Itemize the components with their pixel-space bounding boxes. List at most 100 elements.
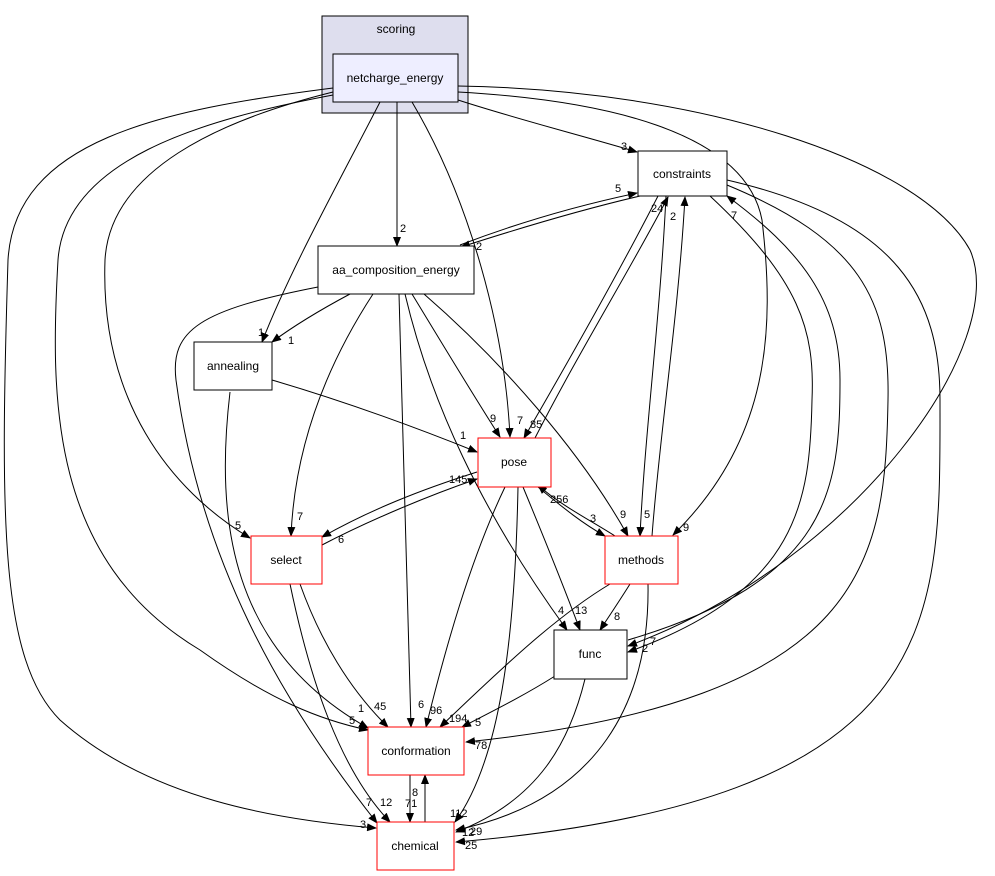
edge-label-nc-constraints[interactable]: 3 [621, 141, 627, 153]
edge-label-nc-methods[interactable]: 9 [683, 522, 689, 534]
edge-label-methods-pose[interactable]: 256 [550, 494, 568, 506]
node-annealing[interactable]: annealing [193, 341, 273, 391]
edge-label-methods-conformation[interactable]: 194 [449, 713, 467, 725]
node-label: methods [618, 553, 664, 567]
node-methods[interactable]: methods [604, 535, 679, 585]
node-label: chemical [391, 839, 438, 853]
edge-netcharge-chemical [3, 87, 377, 832]
edge-label-pose-chemical[interactable]: 112 [450, 808, 468, 820]
nodes: netcharge_energy constraints aa_composit… [193, 53, 728, 871]
edge-label-nc-func[interactable]: 7 [650, 636, 656, 648]
edge-label-aa-annealing[interactable]: 1 [288, 335, 294, 347]
edge-label-nc-pose[interactable]: 7 [517, 415, 523, 427]
edge-aa-conformation [398, 293, 415, 728]
node-label: conformation [381, 744, 450, 758]
edge-methods-pose [537, 484, 616, 537]
edge-pose-conformation [424, 486, 506, 728]
edge-annealing-pose [271, 379, 478, 453]
edge-label-constraints-chemical[interactable]: 25 [465, 840, 477, 852]
edge-label-aa-constraints[interactable]: 5 [615, 183, 621, 195]
edge-label-chemical-conformation[interactable]: 8 [412, 787, 418, 799]
edge-netcharge-methods [457, 91, 768, 536]
node-label: func [579, 647, 602, 661]
edge-constraints-conformation [465, 184, 889, 746]
edge-label-func-constraints[interactable]: 7 [731, 210, 737, 222]
edge-func-conformation [461, 675, 556, 728]
edge-label-nc-select[interactable]: 5 [235, 520, 241, 532]
edge-label-methods-chemical[interactable]: 12 [462, 827, 474, 839]
edge-label-aa-pose[interactable]: 9 [490, 413, 496, 425]
edge-constraints-pose [523, 195, 659, 439]
node-box [367, 726, 465, 776]
node-box [553, 629, 628, 680]
edge-select-chemical [289, 583, 391, 823]
edge-select-conformation [299, 583, 389, 728]
edge-constraints-func [627, 195, 813, 653]
edge-pose-select [321, 471, 478, 538]
edge-constraints-chemical [455, 179, 941, 846]
node-netcharge-energy[interactable]: netcharge_energy [332, 53, 459, 103]
edge-label-pose-func[interactable]: 13 [575, 605, 587, 617]
node-chemical[interactable]: chemical [376, 821, 455, 871]
node-label: constraints [653, 167, 711, 181]
edge-label-select-conformation[interactable]: 45 [374, 701, 386, 713]
edge-label-pose-constraints[interactable]: 24 [651, 203, 663, 215]
node-box [317, 245, 475, 295]
edge-label-aa-conformation[interactable]: 6 [418, 699, 424, 711]
edge-aa-func [404, 293, 568, 631]
edge-label-select-pose[interactable]: 145 [449, 474, 467, 486]
edge-aa-chemical [174, 286, 378, 824]
edge-label-aa-func[interactable]: 4 [558, 605, 564, 617]
node-label: netcharge_energy [347, 71, 444, 85]
edge-aa-constraints [459, 190, 638, 246]
edge-annealing-conformation [224, 391, 369, 729]
node-label: aa_composition_energy [332, 263, 459, 277]
edge-label-select-chemical[interactable]: 12 [380, 797, 392, 809]
edge-label-constraints-pose[interactable]: 85 [530, 419, 542, 431]
node-box [604, 535, 679, 585]
node-conformation[interactable]: conformation [367, 726, 465, 776]
edge-label-annealing-pose[interactable]: 1 [460, 430, 466, 442]
edge-label-nc-conformation[interactable]: 5 [349, 715, 355, 727]
edge-netcharge-constraints [457, 99, 638, 154]
edge-labels: 3 2 1 7 5 9 7 5 3 5 2 1 9 7 9 4 6 7 85 2… [235, 141, 737, 852]
edge-aa-annealing [271, 293, 351, 343]
node-label: pose [501, 455, 527, 469]
node-label: annealing [207, 359, 259, 373]
edge-label-nc-chemical[interactable]: 3 [360, 819, 366, 831]
node-select[interactable]: select [250, 535, 323, 585]
edge-netcharge-annealing [261, 101, 381, 343]
edge-label-pose-methods[interactable]: 3 [590, 513, 596, 525]
edge-methods-constraints [651, 196, 689, 537]
edge-label-func-chemical[interactable]: 29 [470, 826, 482, 838]
edge-label-pose-select[interactable]: 6 [338, 534, 344, 546]
edge-label-aa-select[interactable]: 7 [297, 511, 303, 523]
edge-pose-methods [537, 486, 606, 537]
node-func[interactable]: func [553, 629, 628, 680]
edge-label-aa-chemical[interactable]: 7 [366, 797, 372, 809]
node-box [193, 341, 273, 391]
edge-label-constraints-conformation[interactable]: 78 [475, 740, 487, 752]
edge-label-nc-annealing[interactable]: 1 [258, 327, 264, 339]
node-constraints[interactable]: constraints [637, 150, 728, 197]
node-label: select [270, 553, 302, 567]
edge-constraints-aa [460, 195, 641, 249]
edge-func-constraints [627, 195, 841, 641]
node-aa-composition-energy[interactable]: aa_composition_energy [317, 245, 475, 295]
edge-label-pose-conformation[interactable]: 96 [430, 705, 442, 717]
edge-label-conformation-chemical[interactable]: 71 [405, 798, 417, 810]
edge-label-nc-aa[interactable]: 2 [400, 223, 406, 235]
edge-label-aa-methods[interactable]: 9 [620, 509, 626, 521]
node-pose[interactable]: pose [477, 437, 552, 488]
edge-netcharge-pose [411, 101, 514, 438]
edges [3, 85, 977, 846]
edge-methods-func [599, 583, 631, 631]
edge-label-annealing-conformation[interactable]: 1 [358, 703, 364, 715]
edge-label-constraints-func[interactable]: 2 [642, 643, 648, 655]
edge-label-methods-func[interactable]: 8 [614, 611, 620, 623]
edge-label-methods-constraints[interactable]: 2 [670, 211, 676, 223]
edge-select-pose [321, 478, 478, 546]
edge-label-constraints-methods[interactable]: 5 [644, 509, 650, 521]
edge-label-constraints-aa[interactable]: 2 [476, 241, 482, 253]
edge-label-func-conformation[interactable]: 5 [475, 717, 481, 729]
